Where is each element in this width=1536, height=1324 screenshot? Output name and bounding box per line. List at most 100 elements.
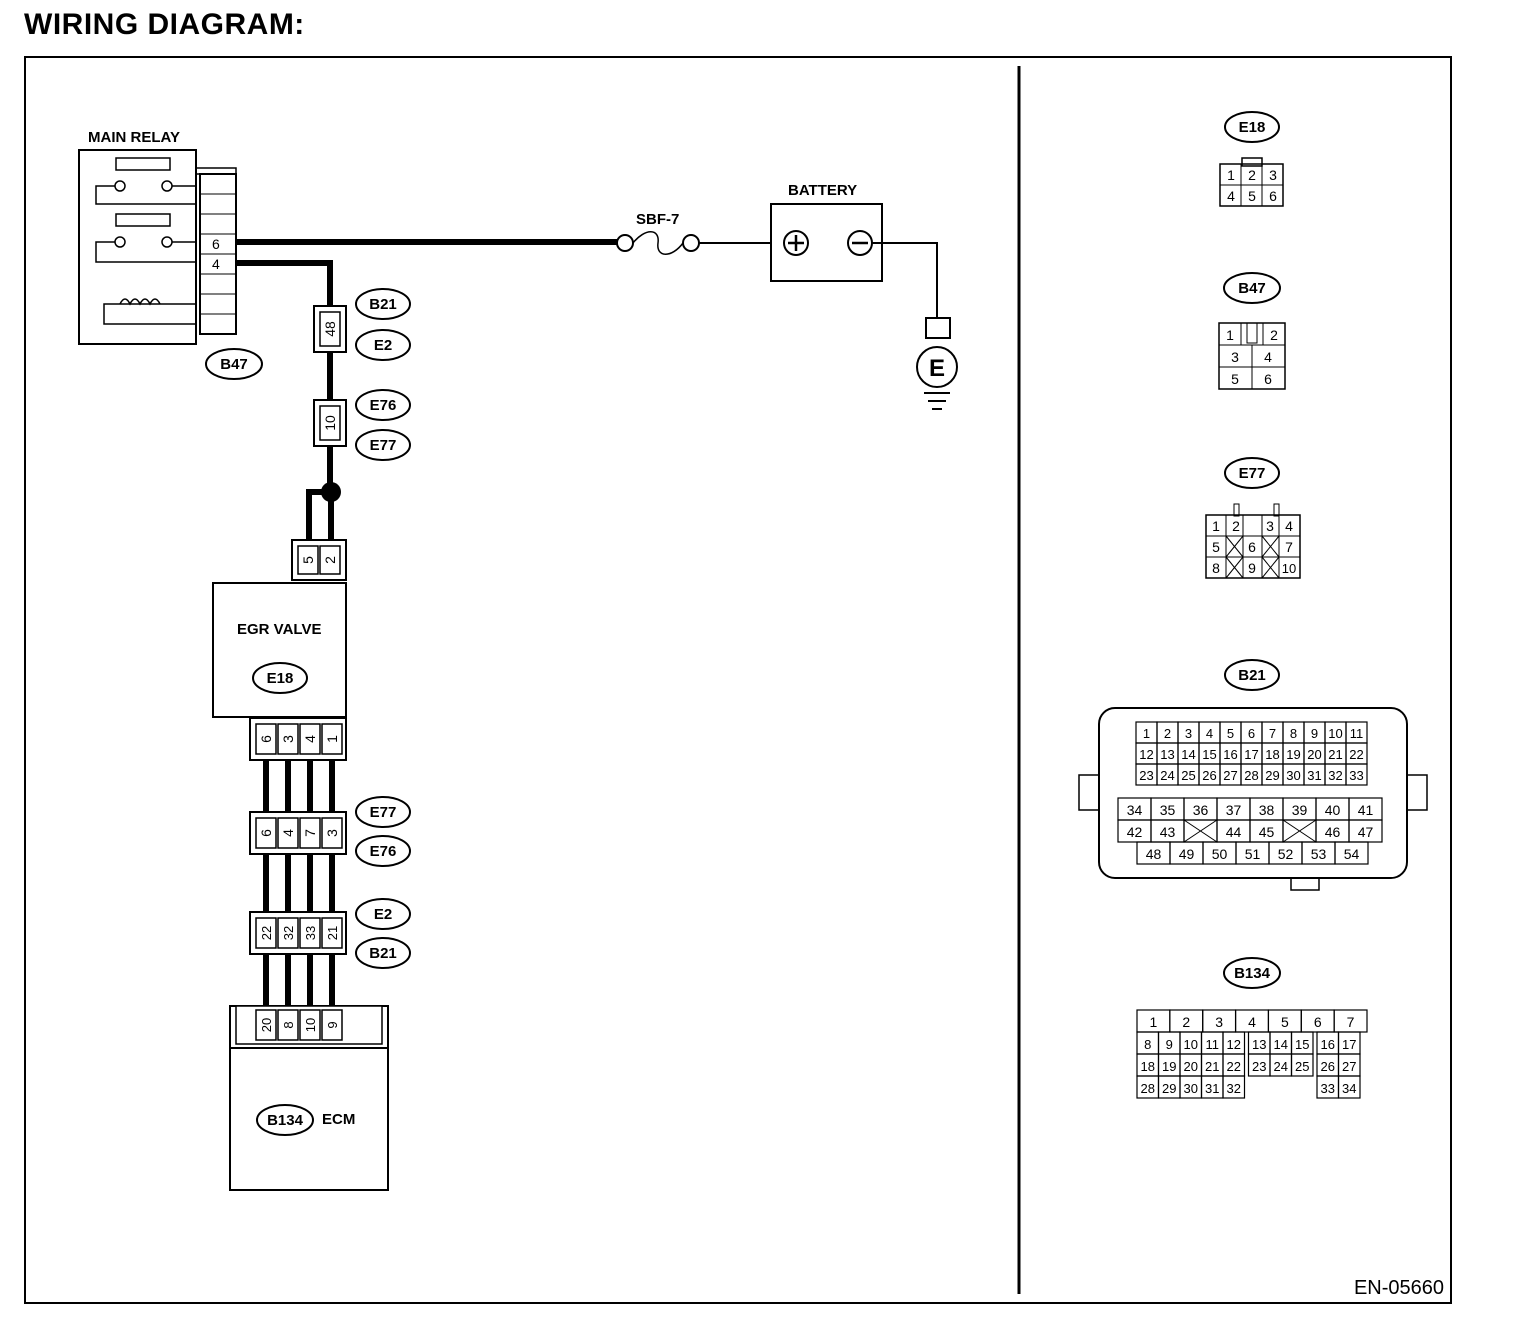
pin-label: 50 — [1212, 846, 1228, 862]
pin-label: 9 — [1311, 726, 1318, 741]
pin-label: 25 — [1181, 768, 1195, 783]
pin-label: 53 — [1311, 846, 1327, 862]
pin-label: 27 — [1342, 1059, 1356, 1074]
svg-text:B21: B21 — [369, 296, 397, 313]
svg-text:4: 4 — [1264, 349, 1272, 365]
svg-text:4: 4 — [1285, 518, 1293, 534]
svg-text:5: 5 — [1248, 188, 1256, 204]
pin-label: 12 — [1139, 747, 1153, 762]
svg-text:1: 1 — [1226, 327, 1234, 343]
pin-label: 27 — [1223, 768, 1237, 783]
pin-label: 26 — [1321, 1059, 1335, 1074]
pin-label: 18 — [1141, 1059, 1155, 1074]
pin-label: 7 — [1347, 1014, 1355, 1030]
svg-text:3: 3 — [1269, 167, 1277, 183]
pin-label: 33 — [1349, 768, 1363, 783]
svg-text:B21: B21 — [1238, 667, 1266, 684]
pin-label: 16 — [1321, 1037, 1335, 1052]
svg-text:2: 2 — [1232, 518, 1240, 534]
pin-label: 15 — [1295, 1037, 1309, 1052]
pin-label: 29 — [1265, 768, 1279, 783]
pin-label: 32 — [1328, 768, 1342, 783]
pin-label: 22 — [1227, 1059, 1241, 1074]
pin-label: 54 — [1344, 846, 1360, 862]
svg-text:20: 20 — [259, 1018, 274, 1032]
svg-text:4: 4 — [280, 829, 296, 837]
connector-E18-tag: E18 — [267, 670, 294, 687]
svg-text:1: 1 — [1227, 167, 1235, 183]
svg-text:3: 3 — [280, 735, 296, 743]
ground-label: E — [929, 355, 945, 382]
pin-label: 19 — [1286, 747, 1300, 762]
pin-label: 30 — [1286, 768, 1300, 783]
pin-label: 36 — [1193, 802, 1209, 818]
pin-label: 5 — [1281, 1014, 1289, 1030]
pin-label: 24 — [1160, 768, 1174, 783]
pin-label: 22 — [1349, 747, 1363, 762]
svg-text:E18: E18 — [1239, 119, 1266, 136]
egr-bottom-connector: 6 3 4 1 — [249, 717, 347, 761]
ground-symbol: E — [916, 317, 958, 410]
pin-label: 51 — [1245, 846, 1261, 862]
pin-label: 1 — [1150, 1014, 1158, 1030]
svg-text:5: 5 — [1231, 371, 1239, 387]
pin-label: 11 — [1206, 1037, 1220, 1052]
svg-text:4: 4 — [302, 735, 318, 743]
relay-switch-2 — [95, 236, 196, 263]
svg-text:10: 10 — [1282, 561, 1296, 576]
pin-label: 8 — [1290, 726, 1297, 741]
pin-label: 38 — [1259, 802, 1275, 818]
svg-text:7: 7 — [302, 829, 318, 837]
fuse-label: SBF-7 — [636, 211, 679, 228]
pin-label: 12 — [1227, 1037, 1241, 1052]
connector-B47-tag: B47 — [205, 348, 263, 380]
pin-label: 6 — [1248, 726, 1255, 741]
pin-label: 1 — [1143, 726, 1150, 741]
battery: BATTERY — [770, 182, 883, 282]
svg-text:5: 5 — [1212, 539, 1220, 555]
pin-label: 41 — [1358, 802, 1374, 818]
pin-label: 21 — [1205, 1059, 1219, 1074]
pin-label: 14 — [1181, 747, 1195, 762]
svg-text:48: 48 — [322, 321, 338, 337]
svg-text:B47: B47 — [1238, 280, 1266, 297]
pin-label: 19 — [1162, 1059, 1176, 1074]
pin-label: 8 — [1144, 1037, 1151, 1052]
pin-label: 2 — [1182, 1014, 1190, 1030]
svg-text:8: 8 — [1212, 560, 1220, 576]
pin-label: 42 — [1127, 824, 1143, 840]
battery-label: BATTERY — [788, 182, 857, 199]
pin-label: 23 — [1139, 768, 1153, 783]
connector-E76-tag-2: E76 — [355, 835, 411, 867]
pin-label: 29 — [1162, 1081, 1176, 1096]
ecm-label: ECM — [322, 1111, 355, 1128]
pin-label: 44 — [1226, 824, 1242, 840]
connector-E2-B21-multi: 22 32 33 21 — [249, 911, 347, 955]
wire-splice-branch — [306, 489, 331, 546]
pin-label: 18 — [1265, 747, 1279, 762]
connector-B21-tag-2: B21 — [355, 937, 411, 969]
svg-text:2: 2 — [322, 556, 338, 564]
connector-face-E77: E77 1 2 3 4 5 6 7 8 9 10 — [1205, 457, 1301, 579]
connector-face-B47: B47 1 2 3 4 5 6 — [1218, 272, 1286, 390]
main-relay: MAIN RELAY 6 4 — [78, 129, 237, 345]
pin-label: 25 — [1295, 1059, 1309, 1074]
svg-text:2: 2 — [1248, 167, 1256, 183]
relay-contact-bar-1 — [115, 157, 171, 171]
pin-label: 37 — [1226, 802, 1242, 818]
svg-text:E2: E2 — [374, 337, 392, 354]
main-relay-label: MAIN RELAY — [88, 129, 180, 146]
svg-text:3: 3 — [324, 829, 340, 837]
pin-label: 31 — [1307, 768, 1321, 783]
svg-text:2: 2 — [1270, 327, 1278, 343]
svg-text:B21: B21 — [369, 945, 397, 962]
svg-text:7: 7 — [1285, 539, 1293, 555]
ecm: 20 8 10 9 B134 ECM — [229, 1005, 389, 1191]
svg-text:6: 6 — [258, 829, 274, 837]
svg-text:10: 10 — [322, 415, 338, 431]
pin-label: 7 — [1269, 726, 1276, 741]
svg-text:8: 8 — [281, 1021, 296, 1028]
pin-label: 30 — [1184, 1081, 1198, 1096]
